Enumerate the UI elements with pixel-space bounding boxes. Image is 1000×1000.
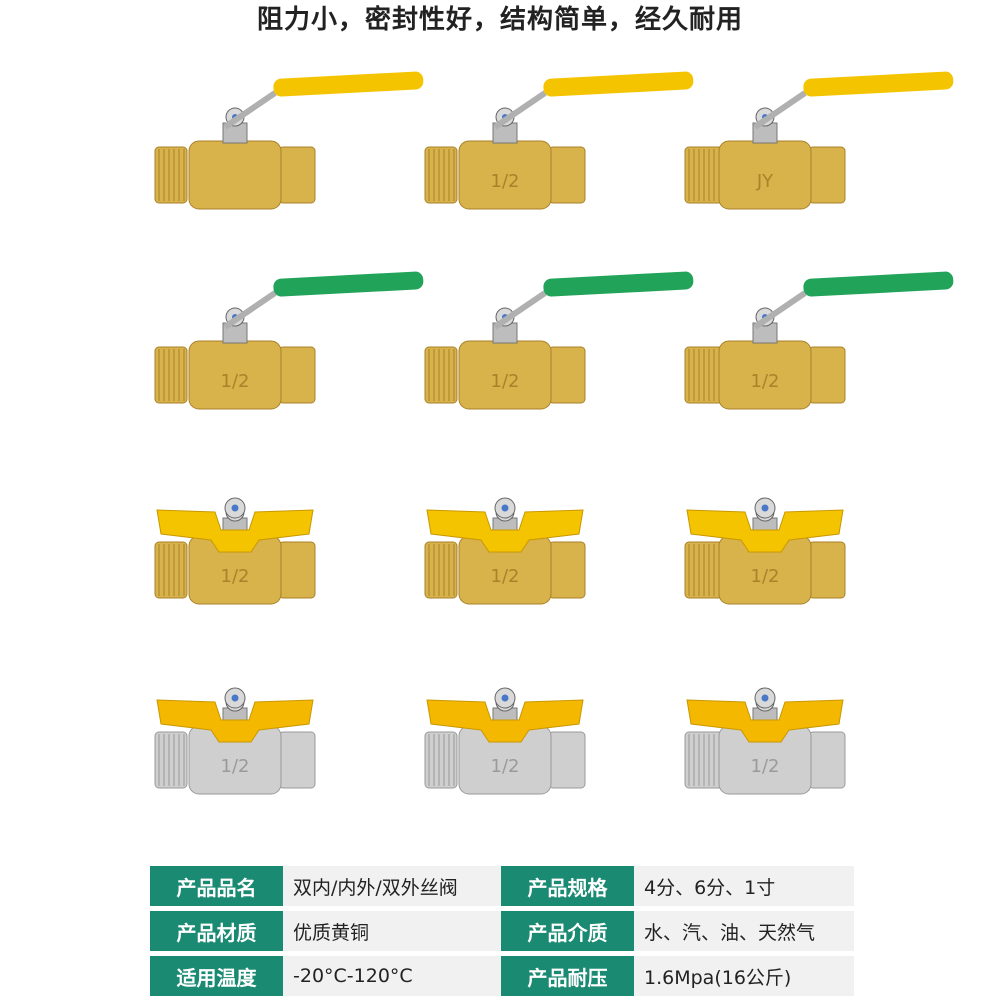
spec-label: 产品材质 xyxy=(150,911,283,951)
svg-text:1/2: 1/2 xyxy=(751,566,780,587)
valve-lever: JY xyxy=(684,71,954,210)
spec-label: 产品规格 xyxy=(501,866,634,906)
svg-text:1/2: 1/2 xyxy=(751,371,780,392)
svg-text:1/2: 1/2 xyxy=(751,756,780,777)
product-gallery: 1/2 JY 1/2 1/2 1/2 1/2 1/2 1/2 1/2 1/2 1/2 xyxy=(0,60,1000,860)
svg-text:1/2: 1/2 xyxy=(491,371,520,392)
spec-value: 优质黄铜 xyxy=(283,911,501,951)
spec-value: 1.6Mpa(16公斤) xyxy=(634,956,854,996)
svg-text:JY: JY xyxy=(756,171,774,192)
valve-butterfly: 1/2 xyxy=(424,687,586,795)
svg-text:1/2: 1/2 xyxy=(221,566,250,587)
svg-text:1/2: 1/2 xyxy=(221,756,250,777)
valve-butterfly: 1/2 xyxy=(424,497,586,605)
spec-label: 产品品名 xyxy=(150,866,283,906)
valve-butterfly: 1/2 xyxy=(684,497,846,605)
valve-butterfly: 1/2 xyxy=(154,687,316,795)
svg-text:1/2: 1/2 xyxy=(491,566,520,587)
spec-label: 产品介质 xyxy=(501,911,634,951)
spec-label: 适用温度 xyxy=(150,956,283,996)
spec-value: 水、汽、油、天然气 xyxy=(634,911,854,951)
svg-text:1/2: 1/2 xyxy=(221,371,250,392)
spec-table: 产品品名 双内/内外/双外丝阀 产品规格 4分、6分、1寸 产品材质 优质黄铜 … xyxy=(150,866,854,996)
spec-label: 产品耐压 xyxy=(501,956,634,996)
svg-text:1/2: 1/2 xyxy=(491,171,520,192)
valve-lever: 1/2 xyxy=(424,71,694,210)
valve-lever xyxy=(154,71,424,210)
valve-butterfly: 1/2 xyxy=(154,497,316,605)
spec-value: -20°C-120°C xyxy=(283,956,501,996)
valve-lever: 1/2 xyxy=(154,271,424,410)
spec-value: 双内/内外/双外丝阀 xyxy=(283,866,501,906)
spec-value: 4分、6分、1寸 xyxy=(634,866,854,906)
svg-text:1/2: 1/2 xyxy=(491,756,520,777)
headline: 阻力小，密封性好，结构简单，经久耐用 xyxy=(256,5,743,35)
valve-lever: 1/2 xyxy=(424,271,694,410)
valve-images: 1/2 JY 1/2 1/2 1/2 1/2 1/2 1/2 1/2 1/2 1/2 xyxy=(154,71,954,795)
valve-butterfly: 1/2 xyxy=(684,687,846,795)
valve-lever: 1/2 xyxy=(684,271,954,410)
